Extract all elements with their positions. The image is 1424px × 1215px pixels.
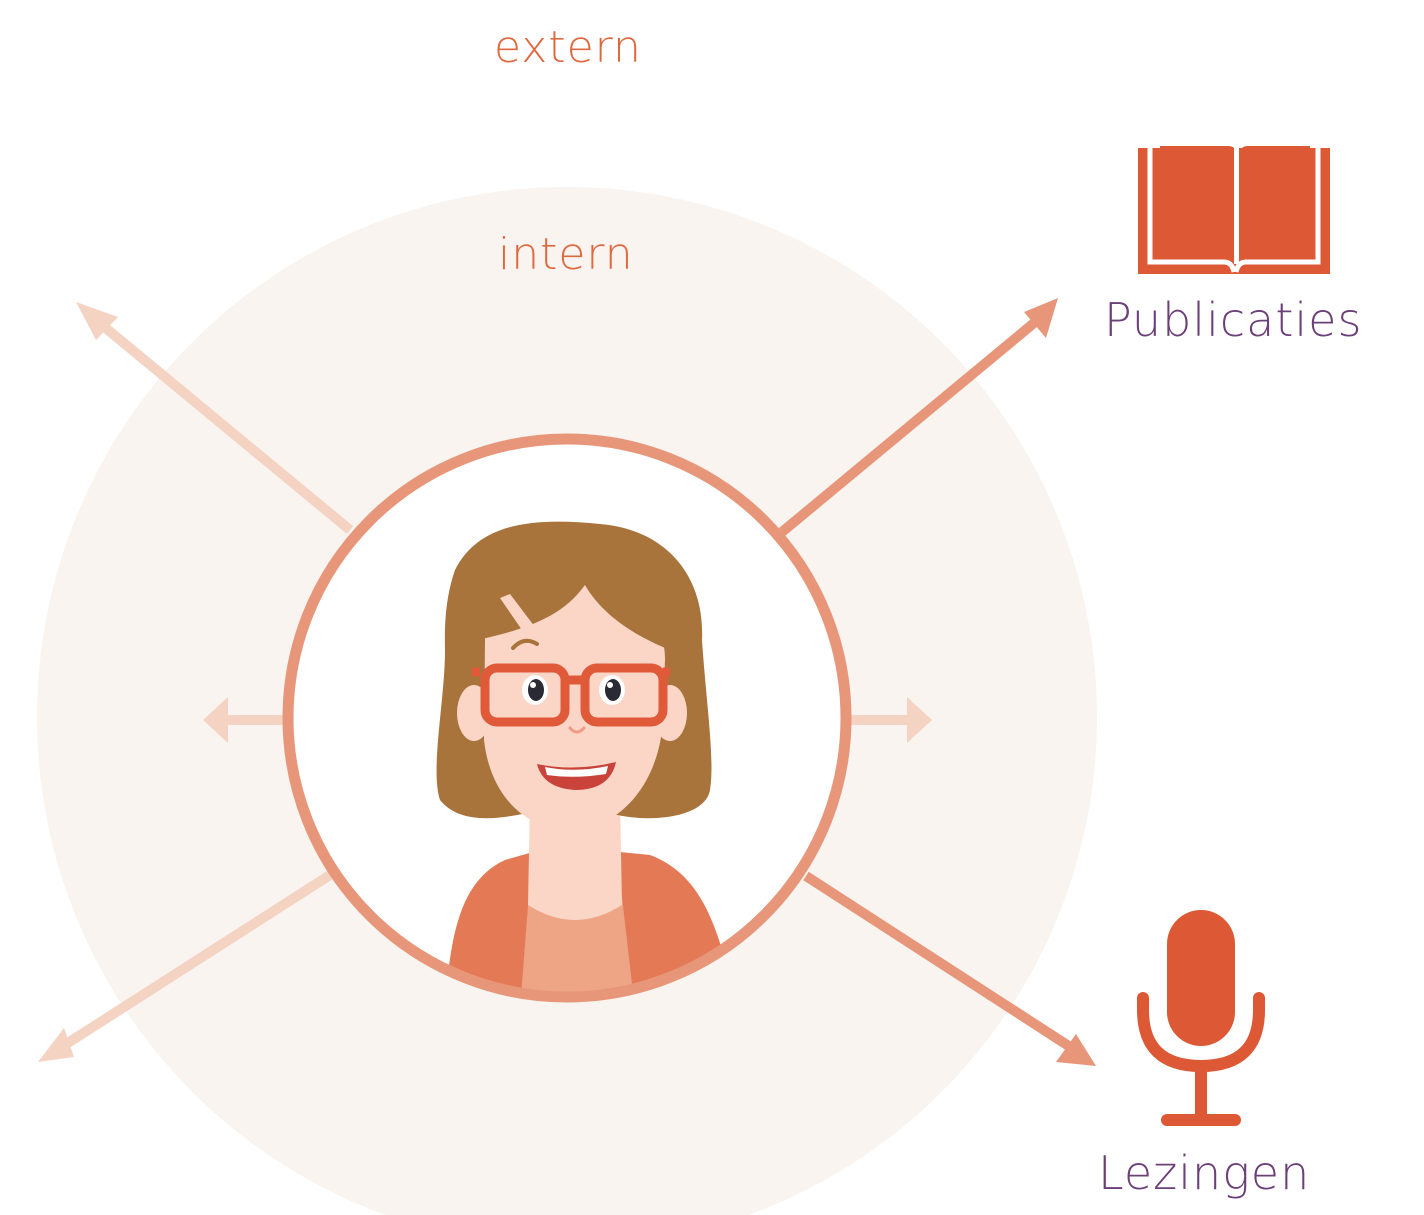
zone-label-intern: intern [498,229,634,280]
arrow-right-short [845,697,932,743]
arrow-to-publicaties [778,298,1058,536]
avatar-ring [282,433,852,1003]
glasses [472,663,670,727]
arrow-to-lezingen [803,871,1096,1066]
arrow-upper-left [76,302,354,534]
arrow-left-short [203,697,290,743]
zone-label-extern: extern [494,22,642,73]
avatar [436,521,730,997]
strong-arrows [778,298,1096,1066]
channel-label-publicaties: Publicaties [1104,293,1363,347]
arrow-lower-left [38,870,333,1062]
faded-arrows [38,302,932,1062]
eyebrow [511,638,539,650]
eyes [522,675,625,705]
nose [568,726,586,734]
channel-label-lezingen: Lezingen [1098,1146,1311,1200]
neck [528,800,622,920]
microphone-icon [1137,910,1265,1126]
open-book-icon [1138,146,1330,274]
